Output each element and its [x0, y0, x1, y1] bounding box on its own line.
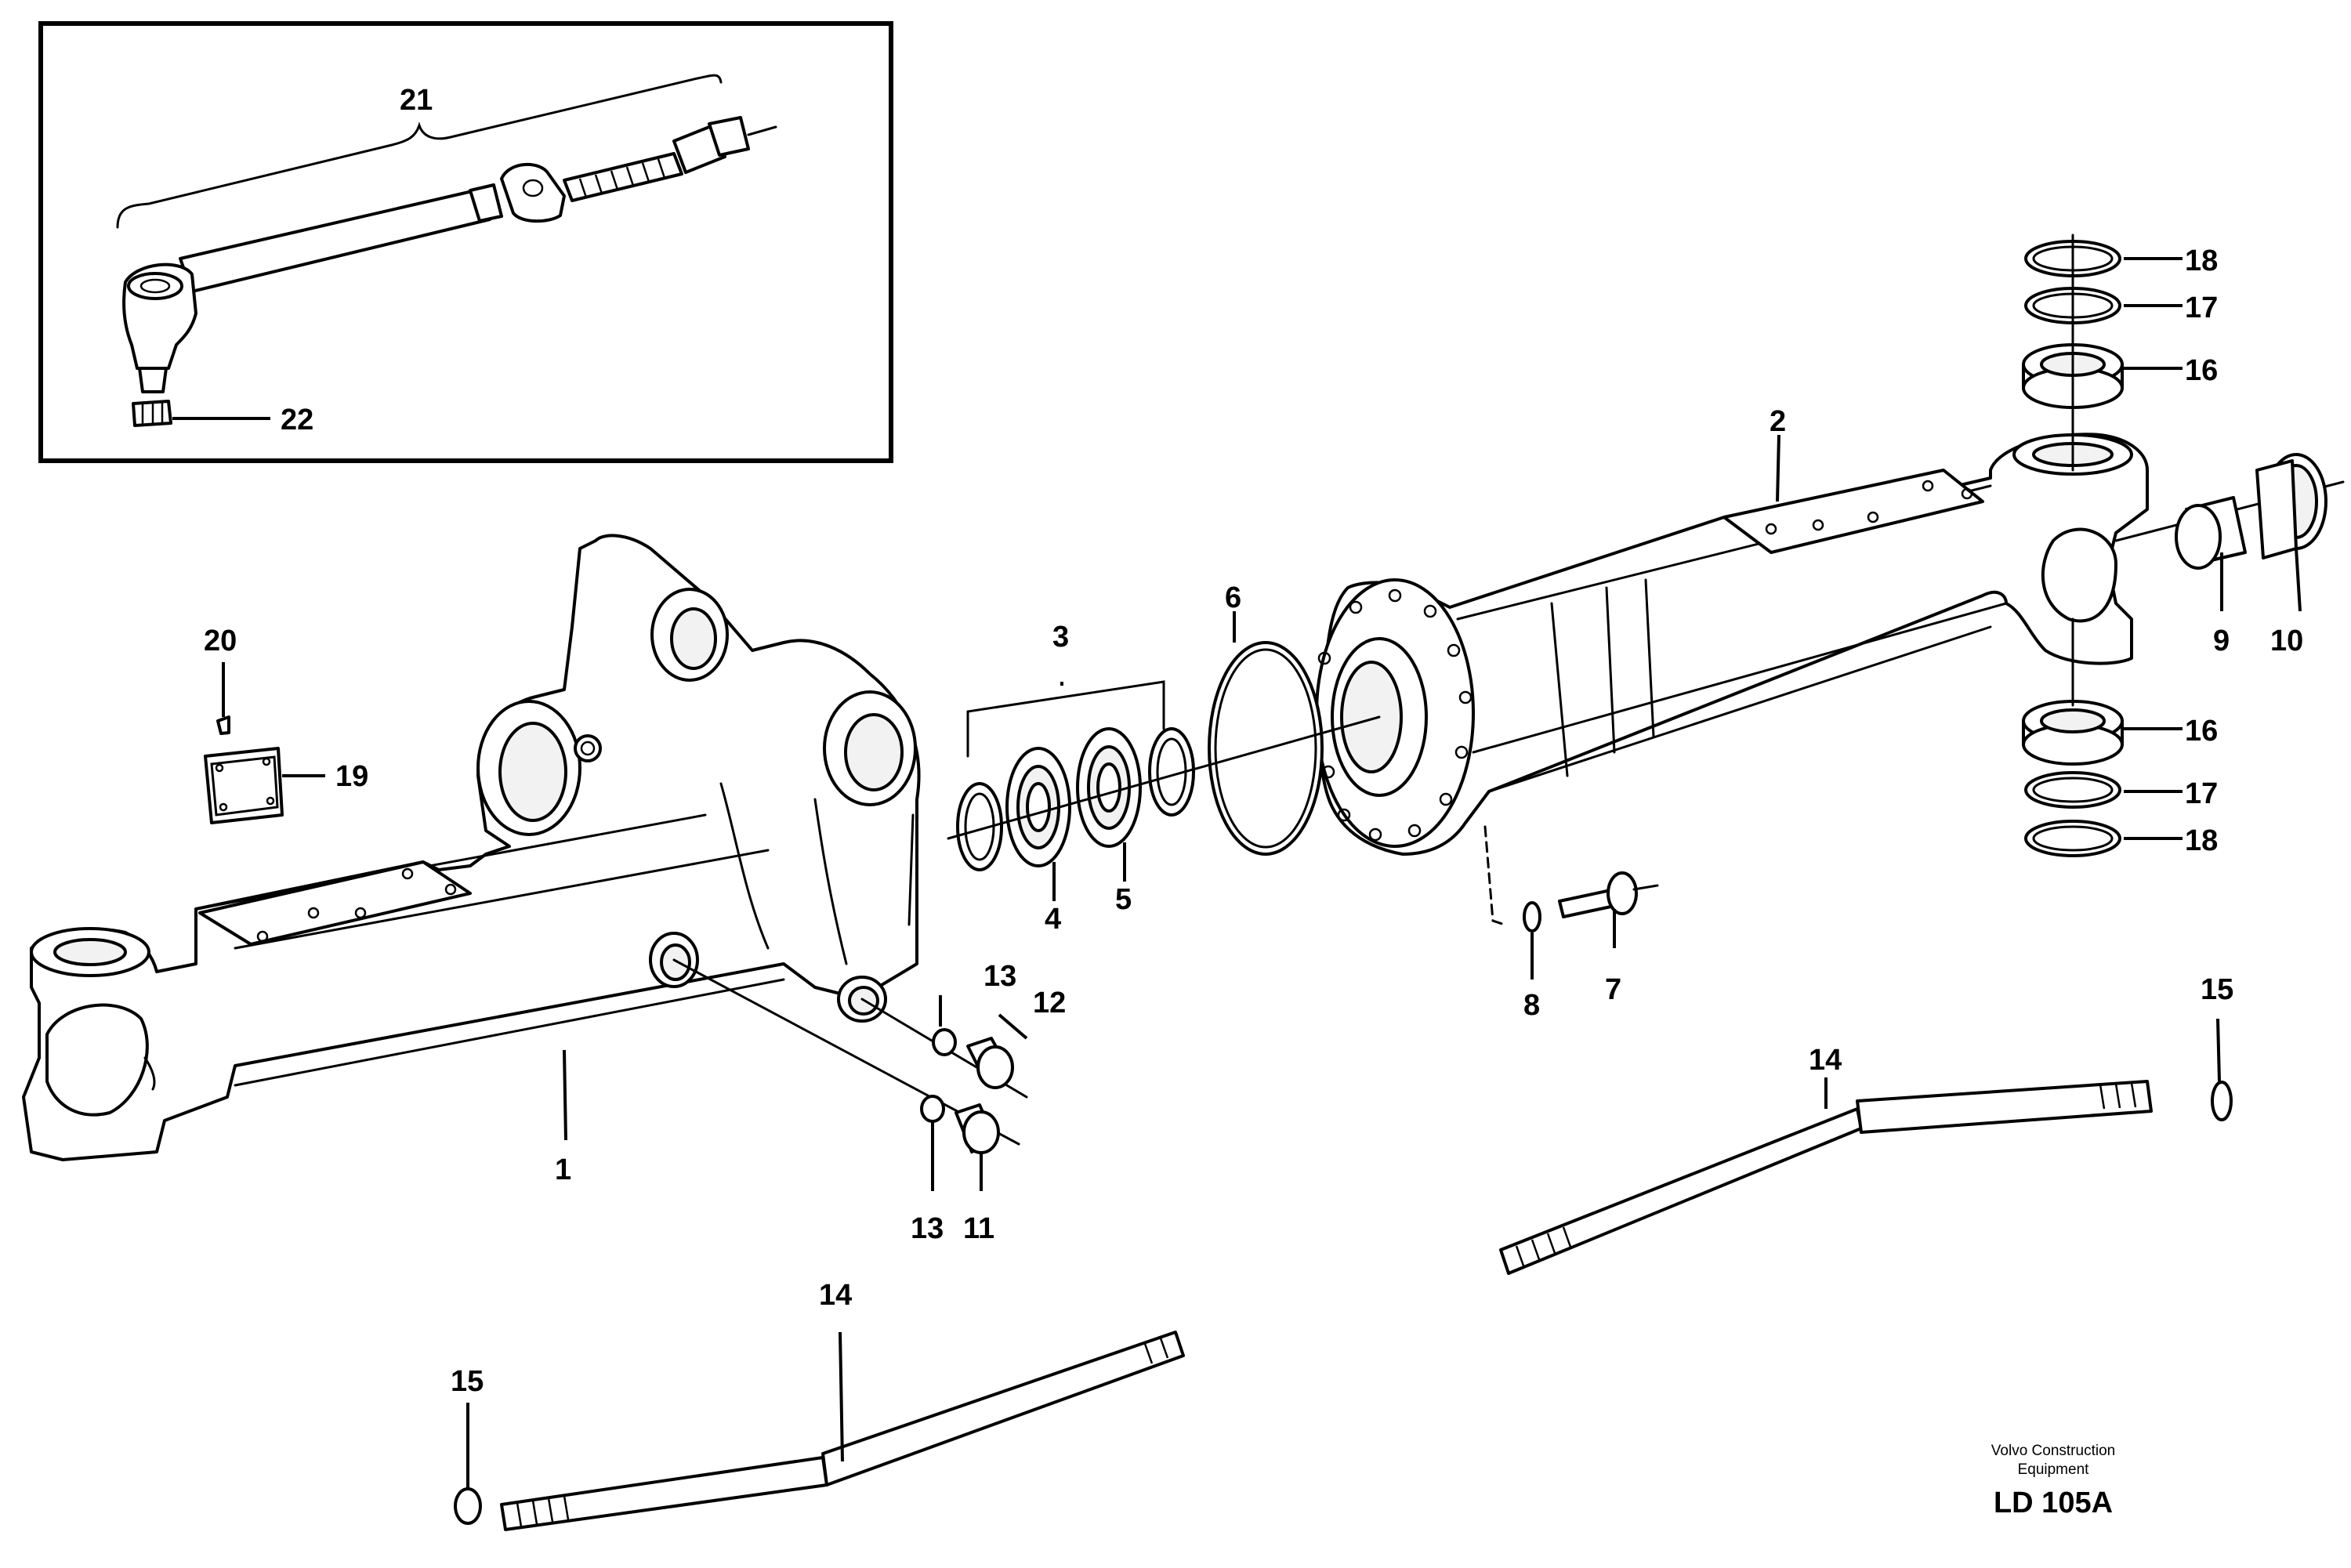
callout-18-upper: 18 [2185, 244, 2218, 277]
callout-11: 11 [963, 1212, 994, 1245]
callout-6: 6 [1225, 581, 1241, 614]
flange-bolt-holes [1317, 588, 1473, 842]
callout-13-lower: 13 [911, 1212, 944, 1245]
callout-8: 8 [1523, 989, 1540, 1022]
leader-lines [172, 257, 2302, 1489]
center-bearing-parts [947, 641, 1381, 871]
callout-17-upper: 17 [2185, 292, 2218, 324]
callout-3: 3 [1052, 621, 1069, 654]
callout-16-lower: 16 [2185, 715, 2218, 748]
callout-20: 20 [204, 625, 237, 657]
callout-2: 2 [1770, 405, 1786, 438]
callout-22: 22 [281, 404, 313, 436]
callout-10: 10 [2270, 625, 2303, 657]
bushings [2114, 453, 2345, 570]
drawing-code: LD 105A [1994, 1487, 2113, 1519]
brand-line-2: Equipment [2018, 1461, 2090, 1478]
bolt-and-washer [1483, 825, 1659, 932]
callout-13-upper: 13 [984, 960, 1016, 993]
callout-4: 4 [1045, 903, 1061, 936]
callout-15-left: 15 [451, 1365, 484, 1398]
callout-21: 21 [400, 84, 433, 117]
callout-7: 7 [1605, 973, 1621, 1006]
plate-and-screw [204, 715, 284, 824]
king-pin-bearings-top [2022, 234, 2124, 472]
drawing-footer: Volvo Construction Equipment LD 105A [1991, 1443, 2115, 1519]
drive-shaft-left [454, 1331, 1185, 1531]
callout-14-right: 14 [1809, 1044, 1842, 1077]
plugs-and-washers [672, 958, 1028, 1154]
callout-15-right: 15 [2201, 973, 2233, 1006]
tie-rod-inset [38, 21, 893, 463]
callout-17-lower: 17 [2185, 777, 2218, 810]
callout-5: 5 [1115, 883, 1132, 916]
axle-housing-2 [1315, 433, 2149, 856]
callout-14-left: 14 [819, 1279, 852, 1312]
axle-housing-1 [22, 534, 921, 1161]
callout-16-upper: 16 [2185, 354, 2218, 387]
callout-18-lower: 18 [2185, 824, 2218, 857]
king-pin-bearings-bottom [2022, 617, 2124, 857]
callout-19: 19 [335, 760, 368, 793]
callout-9: 9 [2213, 625, 2230, 657]
drive-shaft-right [1499, 1080, 2233, 1275]
callout-labels: 1 2 3 4 5 6 7 8 9 10 11 12 13 13 14 14 1… [204, 84, 2303, 1398]
callout-1: 1 [555, 1153, 571, 1186]
callout-12: 12 [1033, 987, 1066, 1019]
brand-line-1: Volvo Construction [1991, 1443, 2115, 1459]
